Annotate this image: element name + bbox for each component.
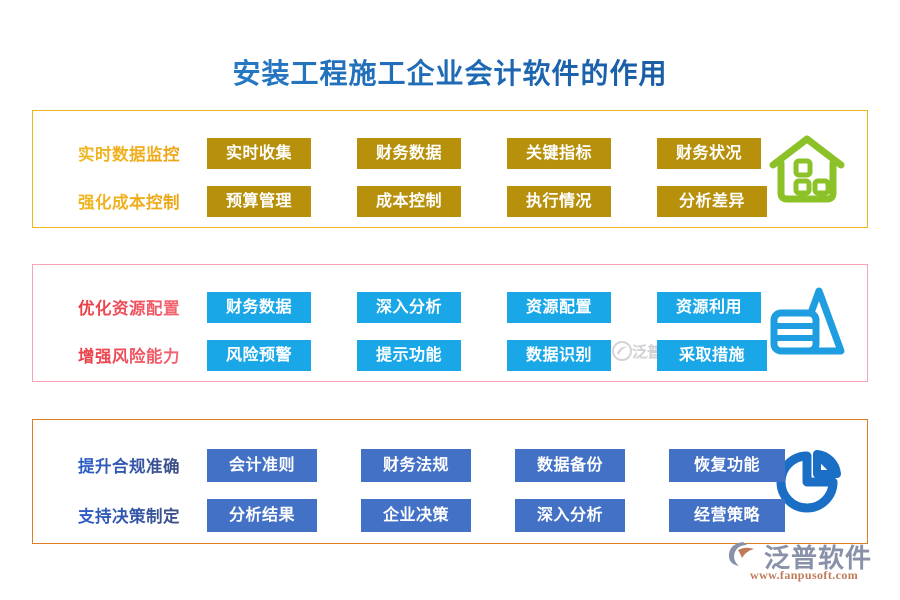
tag-item[interactable]: 关键指标 <box>507 137 611 169</box>
section-row: 强化成本控制 预算管理 成本控制 执行情况 分析差异 <box>33 184 867 218</box>
tag-item[interactable]: 会计准则 <box>207 448 317 482</box>
tag-item[interactable]: 采取措施 <box>657 339 767 371</box>
tag-item[interactable]: 成本控制 <box>357 185 461 217</box>
section-row: 支持决策制定 分析结果 企业决策 深入分析 经营策略 <box>33 498 867 532</box>
layers-triangle-icon <box>767 285 847 361</box>
row-label: 支持决策制定 <box>59 503 199 527</box>
tag-item[interactable]: 企业决策 <box>361 498 471 532</box>
tag-item[interactable]: 财务数据 <box>207 291 311 323</box>
row-label: 实时数据监控 <box>59 141 199 165</box>
row-label: 增强风险能力 <box>59 343 199 367</box>
tag-item[interactable]: 财务法规 <box>361 448 471 482</box>
tag-item[interactable]: 执行情况 <box>507 185 611 217</box>
row-label: 优化资源配置 <box>59 295 199 319</box>
tag-item[interactable]: 分析差异 <box>657 185 767 217</box>
brand-mark-icon <box>728 542 754 566</box>
brand-url: www.fanpusoft.com <box>750 568 859 582</box>
section-row: 优化资源配置 财务数据 深入分析 资源配置 资源利用 <box>33 290 867 324</box>
tag-group: 实时收集 财务数据 关键指标 财务状况 <box>207 137 807 169</box>
tag-item[interactable]: 数据备份 <box>515 448 625 482</box>
pie-chart-icon <box>767 444 847 520</box>
tag-item[interactable]: 数据识别 <box>507 339 611 371</box>
tag-item[interactable]: 经营策略 <box>669 498 785 532</box>
tag-item[interactable]: 预算管理 <box>207 185 311 217</box>
section-resource-risk: 优化资源配置 财务数据 深入分析 资源配置 资源利用 增强风险能力 风险预警 提… <box>32 264 868 382</box>
tag-item[interactable]: 深入分析 <box>357 291 461 323</box>
tag-item[interactable]: 财务状况 <box>657 137 761 169</box>
tag-group: 分析结果 企业决策 深入分析 经营策略 <box>207 498 829 532</box>
tag-item[interactable]: 资源利用 <box>657 291 761 323</box>
tag-group: 财务数据 深入分析 资源配置 资源利用 <box>207 291 807 323</box>
tag-item[interactable]: 深入分析 <box>515 498 625 532</box>
section-row: 提升合规准确 会计准则 财务法规 数据备份 恢复功能 <box>33 448 867 482</box>
page-title: 安装工程施工企业会计软件的作用 <box>0 52 900 92</box>
section-compliance-decision: 提升合规准确 会计准则 财务法规 数据备份 恢复功能 支持决策制定 分析结果 企… <box>32 419 868 544</box>
tag-item[interactable]: 财务数据 <box>357 137 461 169</box>
row-label: 提升合规准确 <box>59 453 199 477</box>
brand-logo: 泛普软件 www.fanpusoft.com <box>726 538 878 584</box>
tag-item[interactable]: 提示功能 <box>357 339 461 371</box>
tag-group: 风险预警 提示功能 数据识别 采取措施 <box>207 339 813 371</box>
tag-item[interactable]: 资源配置 <box>507 291 611 323</box>
tag-group: 预算管理 成本控制 执行情况 分析差异 <box>207 185 813 217</box>
row-label: 强化成本控制 <box>59 189 199 213</box>
tag-group: 会计准则 财务法规 数据备份 恢复功能 <box>207 448 829 482</box>
section-row: 增强风险能力 风险预警 提示功能 数据识别 采取措施 <box>33 338 867 372</box>
tag-item[interactable]: 分析结果 <box>207 498 317 532</box>
tag-item[interactable]: 恢复功能 <box>669 448 785 482</box>
brand-name: 泛普软件 <box>764 543 873 573</box>
house-icon <box>767 131 847 207</box>
tag-item[interactable]: 风险预警 <box>207 339 311 371</box>
section-realtime-cost: 实时数据监控 实时收集 财务数据 关键指标 财务状况 强化成本控制 预算管理 成… <box>32 110 868 228</box>
section-row: 实时数据监控 实时收集 财务数据 关键指标 财务状况 <box>33 136 867 170</box>
tag-item[interactable]: 实时收集 <box>207 137 311 169</box>
